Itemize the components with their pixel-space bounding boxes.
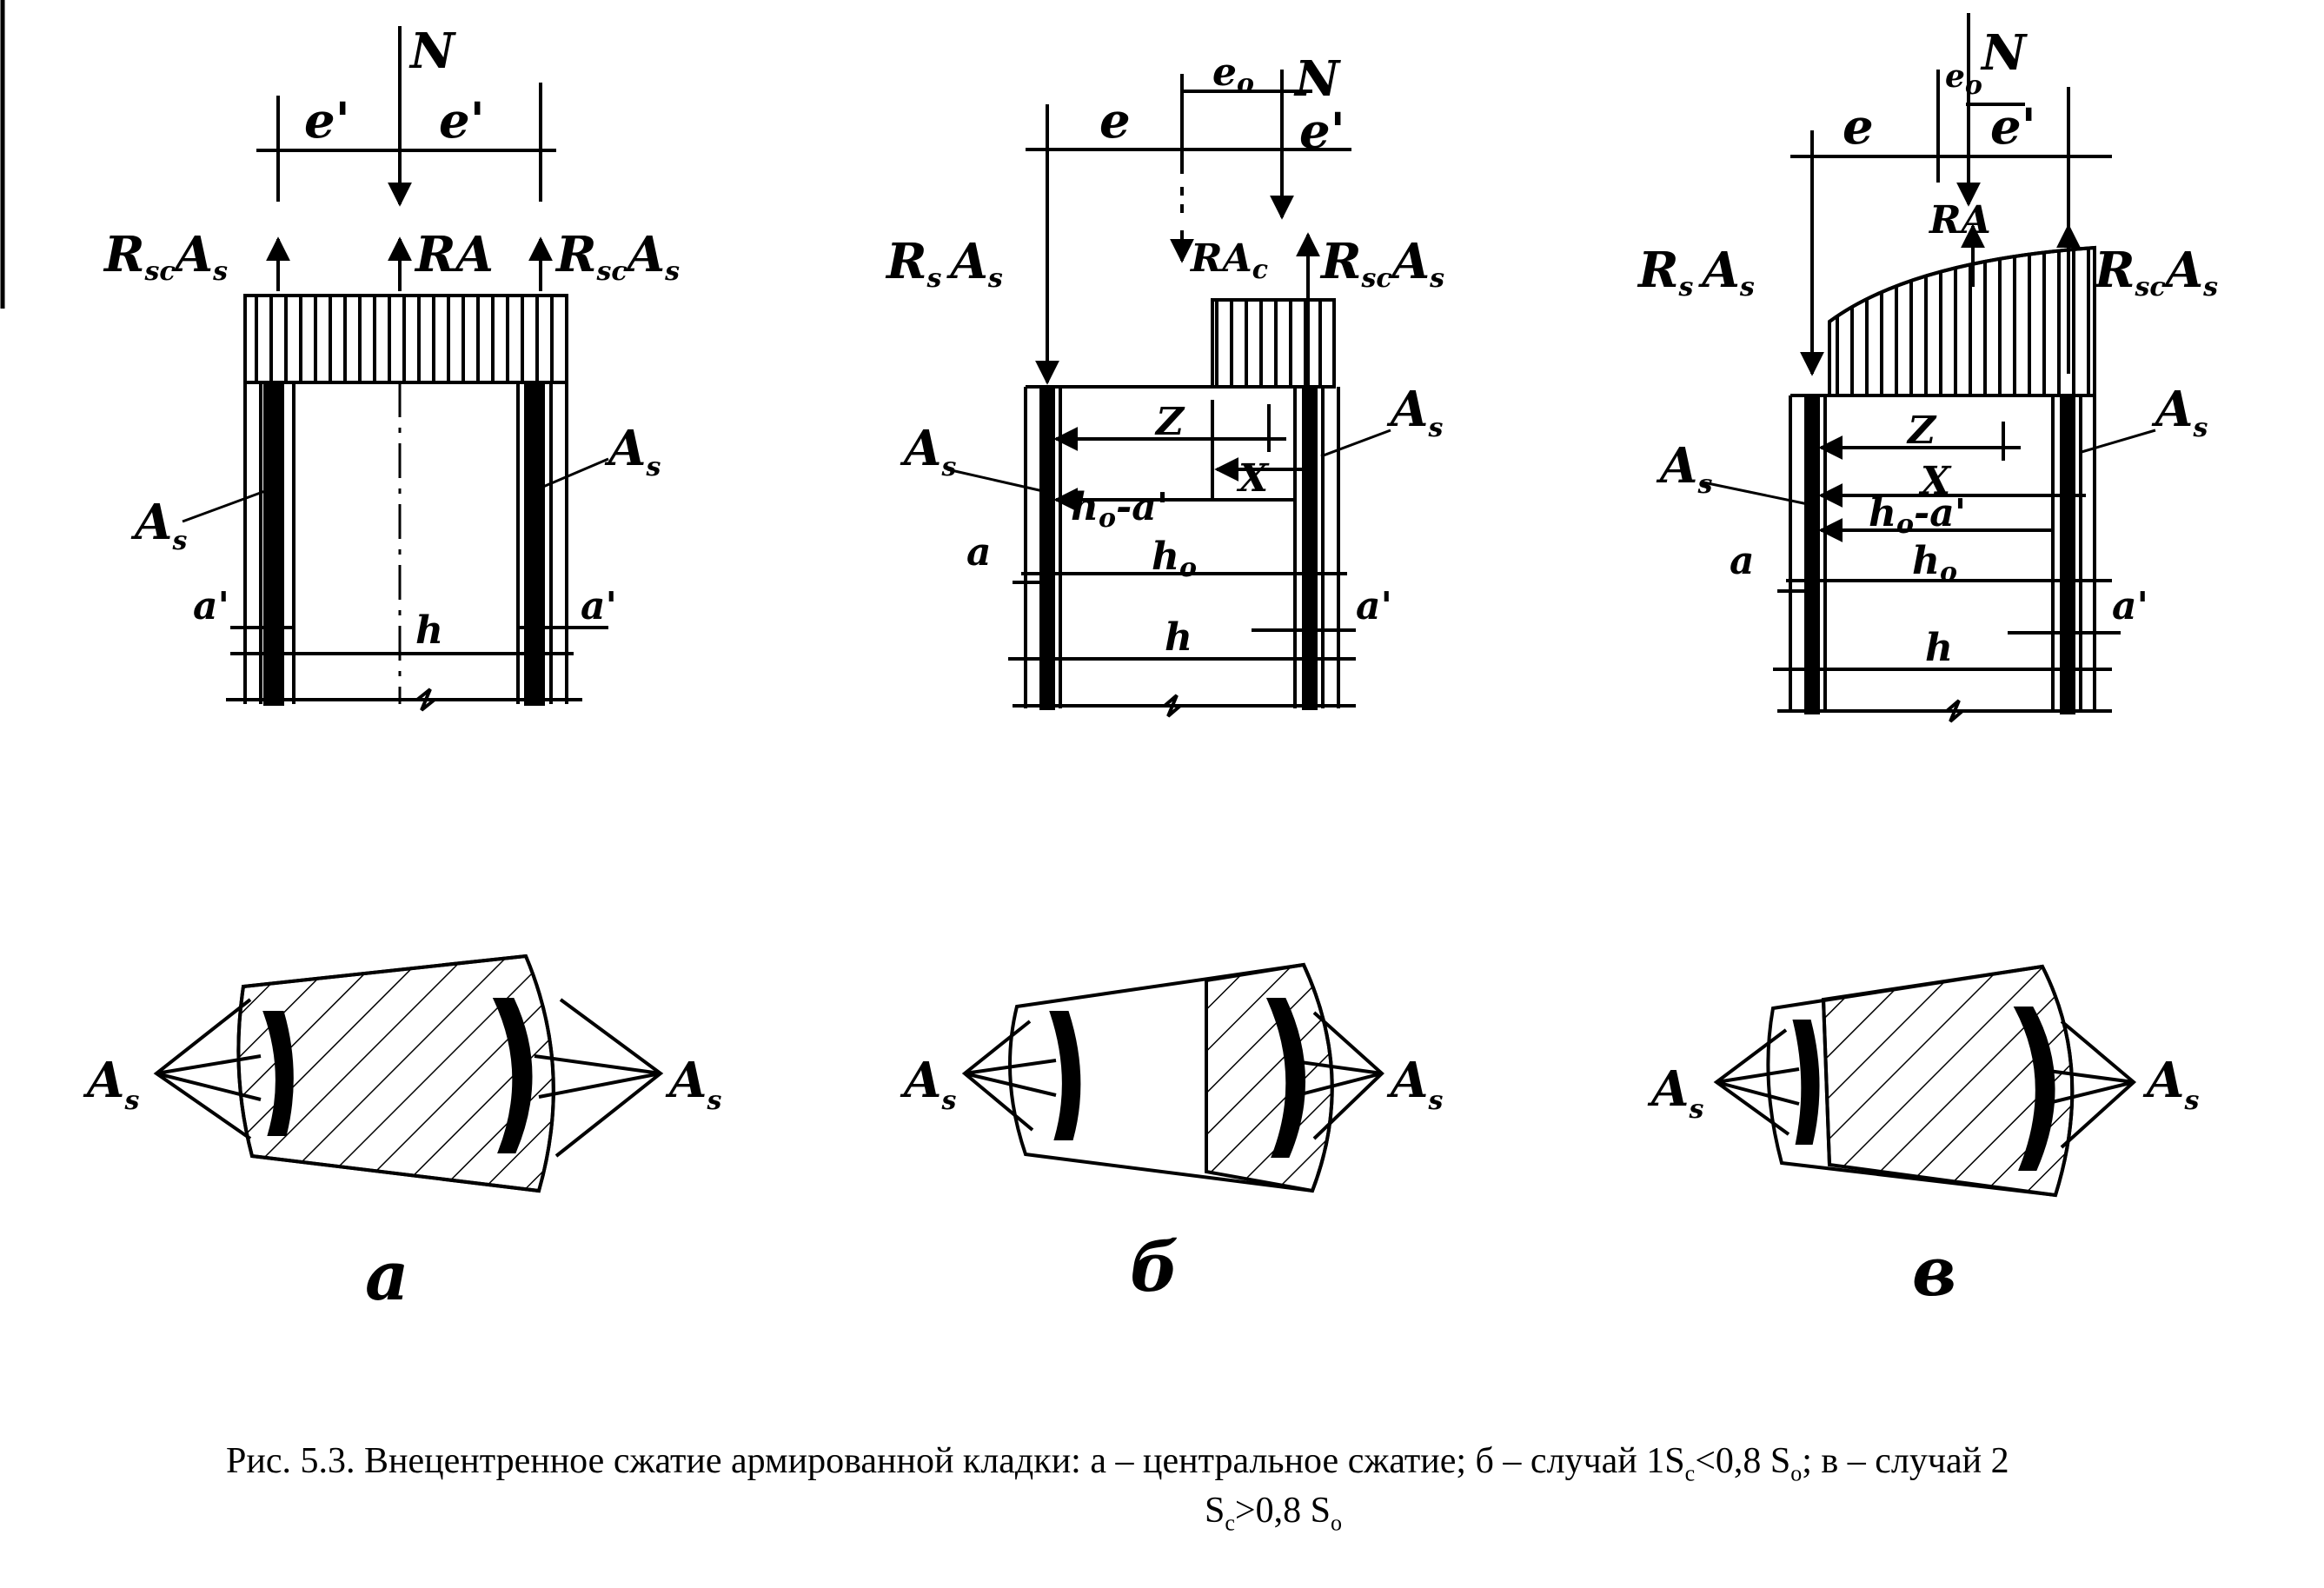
panel-c-tag: в (1912, 1233, 1956, 1312)
panel-c-force-mid: RA (1928, 198, 1991, 243)
panel-a-rebar-left: As (130, 494, 187, 556)
panel-b-zone-x: X (1236, 456, 1270, 501)
panel-a-rebar-right: As (604, 420, 661, 482)
figure-caption-line2: Sc>0,8 So (1205, 1490, 1342, 1536)
panel-a-force-mid: RA (414, 226, 494, 283)
panel-a-ecc-right: e' (439, 92, 485, 149)
panel-c-rebar-left: As (1656, 437, 1712, 500)
panel-a-rebar-left-leader (182, 489, 266, 523)
panel-c-dim-h0: ho (1912, 539, 1957, 588)
panel-b-arm-z: Z (1154, 400, 1185, 444)
panel-b-force-right: RscAs (1319, 233, 1444, 294)
panel-a-depth: h (415, 608, 443, 653)
panel-b-elevation (1008, 70, 1356, 718)
panel-a-cover-right: a' (581, 584, 617, 628)
panel-c-cover-right: a' (2112, 584, 2148, 628)
section-c-right-label: As (2142, 1052, 2199, 1116)
panel-b-dim-h0a: ho-a' (1071, 485, 1168, 534)
panel-a-elevation (226, 26, 608, 712)
panel-c-rebar-right: As (2151, 381, 2208, 443)
panel-c-ecc-e0: eo (1945, 58, 1982, 101)
panel-a-ecc-left: e' (304, 92, 350, 149)
panel-b-ecc-e0: eo (1212, 50, 1254, 99)
section-b (961, 962, 1384, 1193)
panel-a-cover-left: a' (193, 584, 229, 628)
panel-b-depth: h (1165, 615, 1192, 660)
section-b-left-label: As (900, 1052, 956, 1116)
section-a-left-label: As (83, 1052, 139, 1116)
panel-a-force-n: N (408, 23, 456, 80)
panel-b-dim-h0: ho (1152, 535, 1197, 583)
panel-c-force-right: RscAs (2093, 242, 2218, 302)
panel-a-rebar-right-leader (542, 457, 609, 488)
panel-a-force-right: RscAs (554, 226, 680, 287)
panel-c-elevation (1773, 13, 2121, 723)
panel-b-cover-left: a (966, 530, 992, 575)
panel-b-tag: б (1130, 1228, 1179, 1307)
panel-c-rebar-left-leader (1703, 481, 1809, 506)
panel-b-ecc-right: e' (1299, 103, 1345, 160)
panel-b-rebar-left: As (900, 420, 956, 482)
panel-c-force-n: N (1980, 24, 2028, 82)
panel-c-depth: h (1925, 626, 1953, 670)
panel-c-cover-left: a (1730, 539, 1755, 583)
panel-b-ecc-e: e (1099, 92, 1131, 149)
panel-c-dim-h0a: ho-a' (1869, 491, 1966, 540)
panel-c-ecc-right: e' (1990, 98, 2036, 156)
panel-b-rebar-left-leader (946, 468, 1044, 493)
panel-b-force-n: N (1293, 50, 1341, 108)
panel-a-tag: а (365, 1237, 409, 1316)
panel-b-rebar-right: As (1386, 381, 1443, 443)
panel-a-labels: N e' e' RscAs RA RscAs As As a' a' h (103, 23, 680, 653)
panel-b-rebar-right-leader (1320, 429, 1391, 458)
figure-caption: Рис. 5.3. Внецентренное сжатие армирован… (226, 1439, 2251, 1538)
section-c (1713, 964, 2137, 1198)
panel-a-force-left: RscAs (103, 226, 228, 287)
panel-c-zone-x: X (1918, 459, 1952, 503)
section-b-right-label: As (1386, 1052, 1443, 1116)
panel-c-arm-z: Z (1906, 409, 1937, 453)
panel-b-cover-right: a' (1356, 584, 1392, 628)
panel-b-force-mid: RAc (1189, 236, 1268, 285)
panel-c-ecc-e: e (1843, 98, 1874, 156)
section-a-right-label: As (665, 1052, 721, 1116)
section-a (153, 953, 664, 1193)
panel-c-rebar-right-leader (2081, 429, 2156, 454)
section-c-left-label: As (1647, 1060, 1703, 1125)
